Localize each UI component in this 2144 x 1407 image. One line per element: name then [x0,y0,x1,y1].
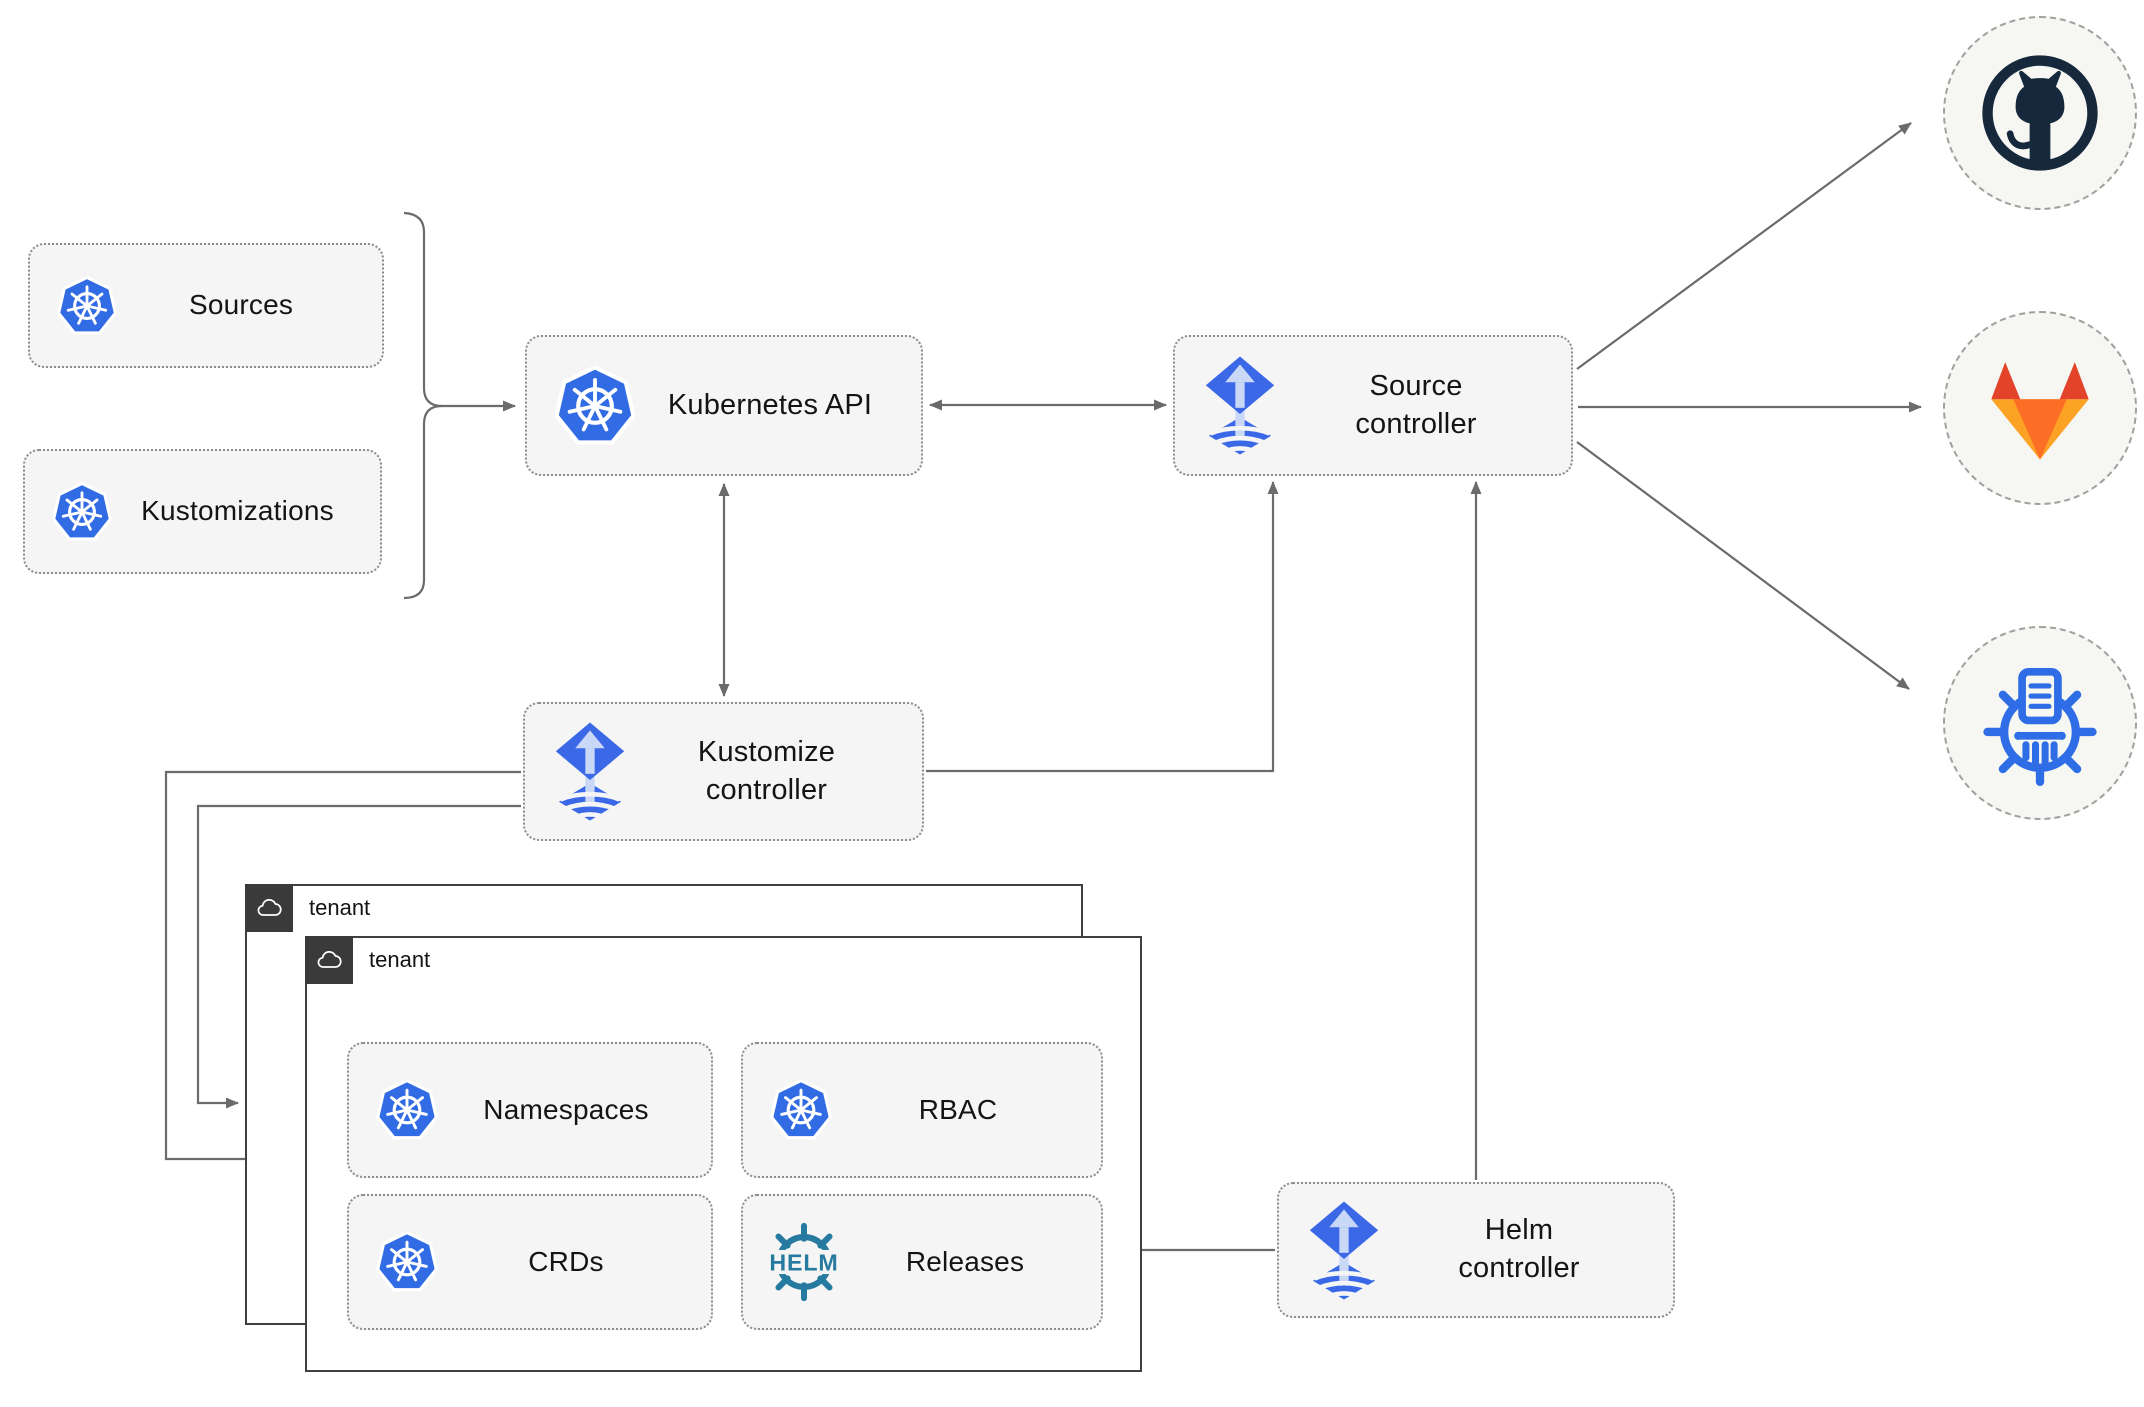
namespaces-label: Namespaces [483,1093,649,1125]
tenant-tab [305,936,353,984]
arrow-kustomize-controller-to-source-controller [926,481,1279,773]
kubernetes-icon [375,1078,439,1142]
registry-provider [1943,626,2137,820]
flux-icon [1201,355,1279,456]
helm-controller-node: Helm controller [1277,1182,1675,1318]
releases-label: Releases [905,1245,1025,1277]
kubernetes-icon [769,1078,833,1142]
github-icon [1979,52,2101,174]
kubernetes-api-label: Kubernetes API [667,388,873,421]
source-controller-node: Source controller [1173,335,1573,476]
sources-label: Sources [188,289,294,321]
kustomize-controller-label: Kustomize controller [629,734,922,809]
kustomizations-label: Kustomizations [141,495,334,527]
tenant-back-label: tenant [309,895,371,920]
arrow-kustomize-controller-to-tenant-back [196,804,521,1109]
arrow-kustomize-controller-to-tenant-front [164,770,521,1165]
rbac-label: RBAC [918,1093,998,1125]
sources-node: Sources [28,243,384,368]
source-controller-label-line1: Source [1369,369,1463,402]
gitlab-icon [1982,355,2098,462]
arrow-source-controller-to-registry [1576,441,1910,690]
crds-label: CRDs [528,1245,604,1277]
helm-controller-label-line2: controller [1458,1252,1580,1284]
kubernetes-icon [51,481,113,543]
kustomize-controller-node: Kustomize controller [523,702,924,841]
flux-icon [1305,1200,1383,1301]
tenant-front-box: tenant Namespaces RBAC CRDs Releases [305,936,1142,1372]
helm-icon [761,1219,847,1305]
rbac-node: RBAC [741,1042,1103,1178]
tenant-front-label: tenant [369,947,431,972]
kubernetes-icon [56,275,118,337]
helm-controller-label: Helm controller [1383,1212,1673,1287]
flux-icon [551,721,629,822]
tenant-tab [245,884,293,932]
kustomize-controller-label-line1: Kustomize [697,735,836,768]
kubernetes-api-node: Kubernetes API [525,335,923,476]
releases-node: Releases [741,1194,1103,1330]
github-provider [1943,16,2137,210]
registry-icon [1976,659,2104,787]
arrow-source-controller-to-github [1576,122,1912,370]
gitlab-provider [1943,311,2137,505]
crds-node: CRDs [347,1194,713,1330]
kustomizations-node: Kustomizations [23,449,382,574]
kustomize-controller-label-line2: controller [705,773,828,806]
kubernetes-icon [553,364,637,448]
helm-controller-label-line1: Helm [1484,1214,1554,1247]
namespaces-node: Namespaces [347,1042,713,1178]
kubernetes-icon [375,1230,439,1294]
source-controller-label-line2: controller [1355,407,1477,440]
grouping-bracket [403,211,444,600]
source-controller-label: Source controller [1279,368,1571,443]
